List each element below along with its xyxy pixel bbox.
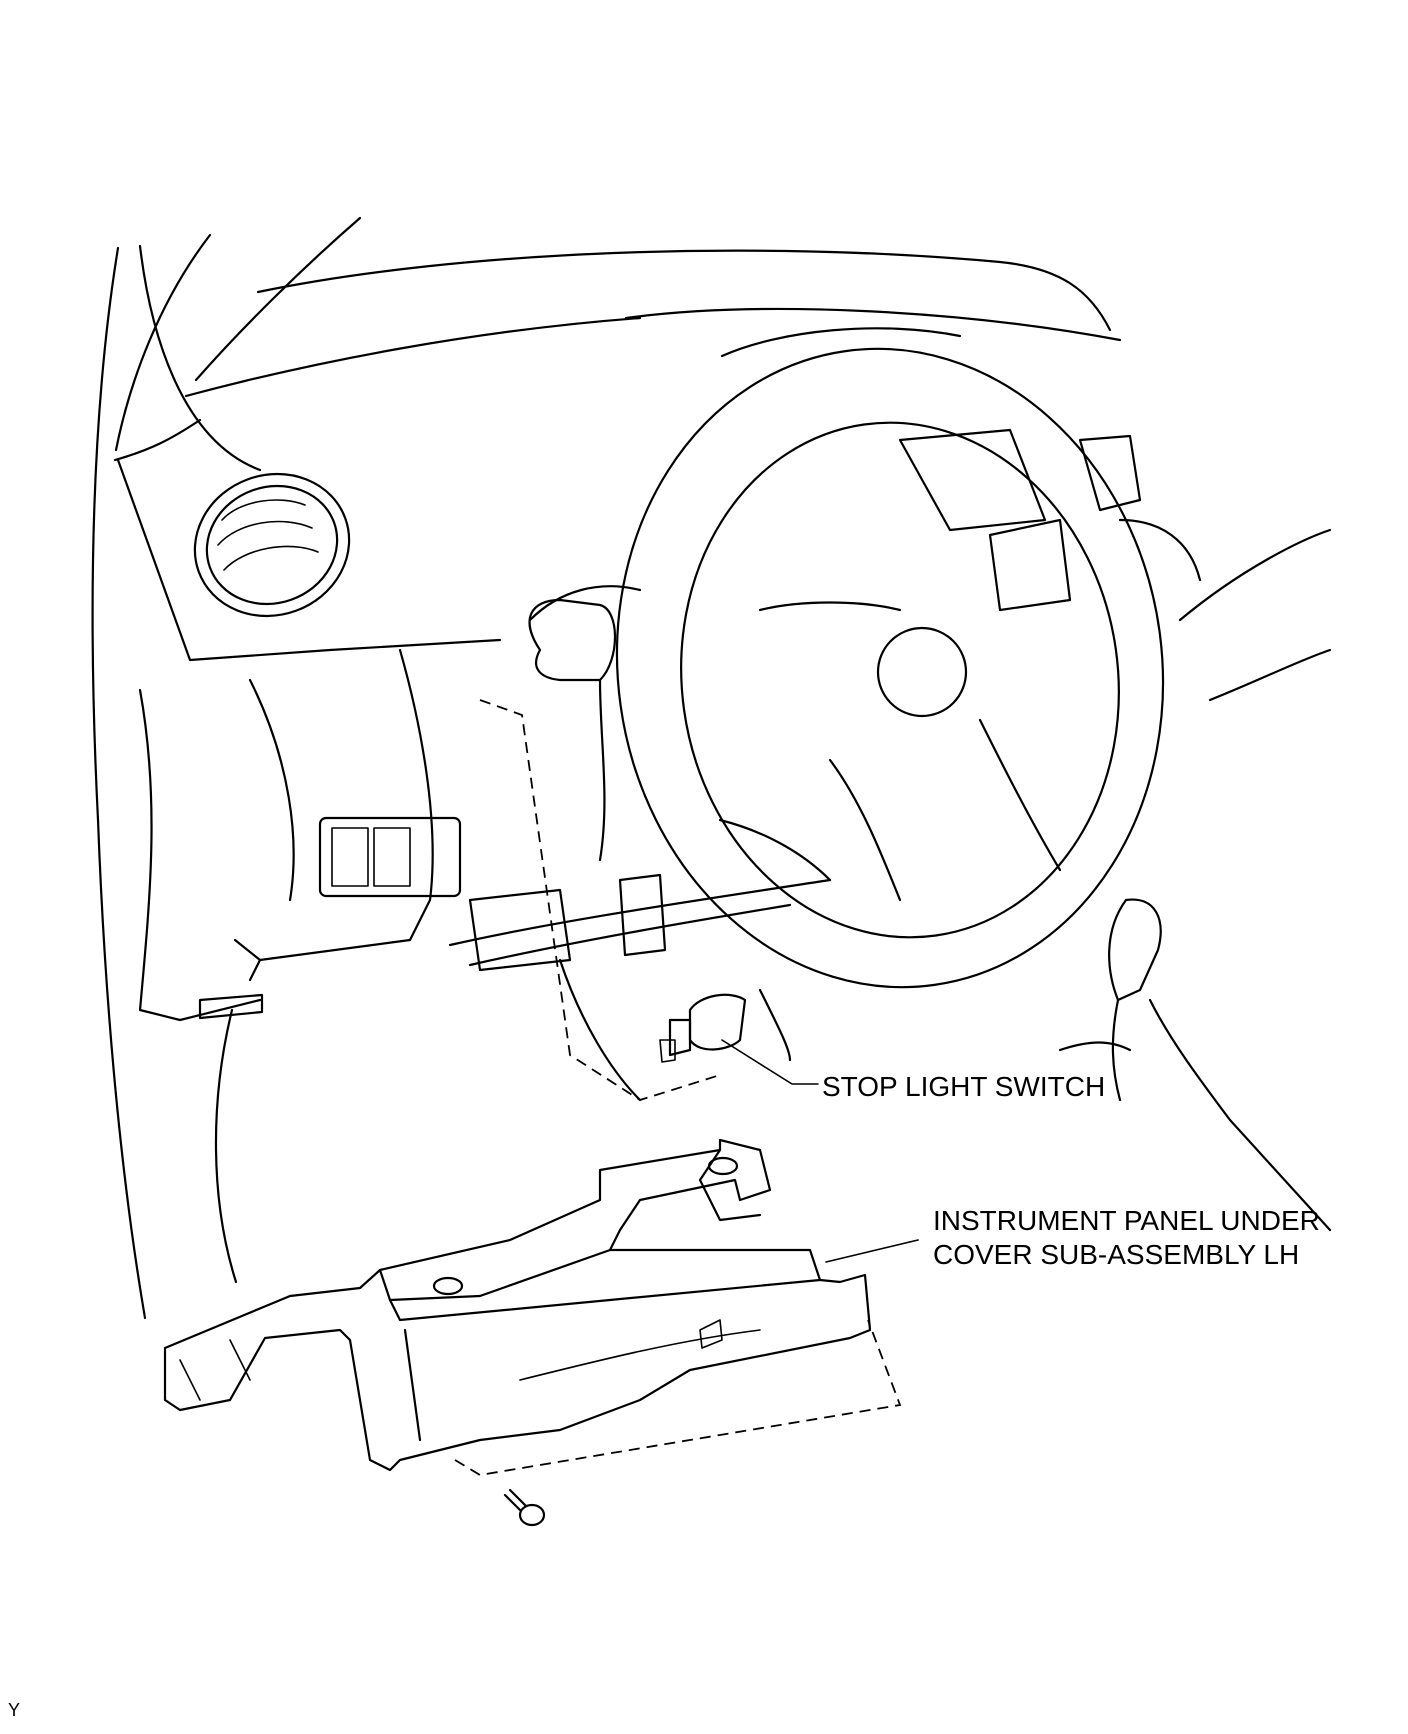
combination-switch bbox=[528, 585, 642, 862]
lower-dash-panel bbox=[116, 458, 832, 1022]
a-pillar bbox=[91, 216, 362, 1320]
pedals bbox=[468, 873, 792, 1102]
under-cover-label-line2: COVER SUB-ASSEMBLY LH bbox=[933, 1239, 1300, 1270]
instrument-panel-under-cover bbox=[163, 1138, 872, 1472]
screw-path bbox=[454, 1319, 902, 1476]
shift-lever bbox=[1058, 898, 1332, 1232]
removal-outline bbox=[479, 699, 721, 1101]
steering-wheel bbox=[615, 347, 1165, 989]
leader-line-stop-switch bbox=[721, 1039, 819, 1085]
figure-code: Y bbox=[8, 1700, 21, 1720]
under-cover-label: INSTRUMENT PANEL UNDER COVER SUB-ASSEMBL… bbox=[933, 1204, 1320, 1272]
stop-light-switch bbox=[659, 993, 747, 1063]
air-vent bbox=[193, 472, 351, 618]
leader-line-under-cover bbox=[825, 1239, 919, 1263]
stop-light-switch-label: STOP LIGHT SWITCH bbox=[822, 1071, 1106, 1102]
under-cover-label-line1: INSTRUMENT PANEL UNDER bbox=[933, 1205, 1320, 1236]
right-vents bbox=[898, 428, 1332, 702]
dashboard-top bbox=[113, 249, 1122, 462]
screw bbox=[503, 1488, 546, 1527]
